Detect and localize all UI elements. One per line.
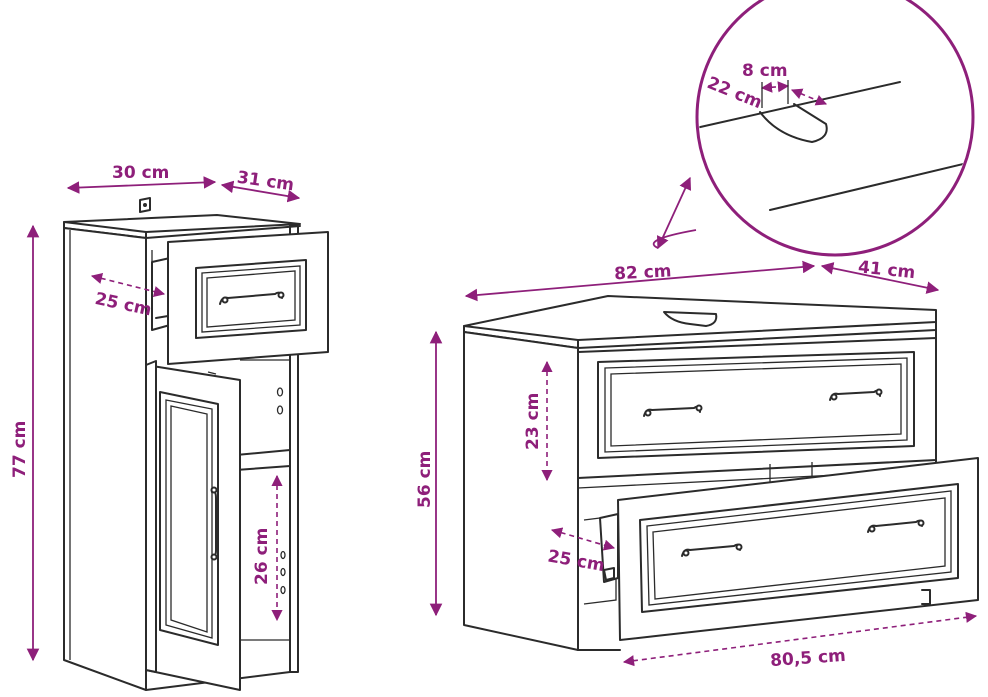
tall-depth-label: 31 cm	[236, 168, 296, 196]
tall-cabinet	[63, 197, 329, 691]
vanity-depth-label: 41 cm	[857, 257, 916, 283]
vanity-drawer-height-label: 23 cm	[523, 393, 543, 450]
vanity-inner-width-label: 80,5 cm	[770, 646, 847, 671]
vanity-cabinet	[463, 295, 979, 651]
cutout-width-label: 8 cm	[742, 61, 788, 81]
tall-width-label: 30 cm	[112, 163, 169, 183]
tall-height-label: 77 cm	[10, 421, 30, 478]
vanity-width-label: 82 cm	[614, 261, 672, 284]
vanity-height-label: 56 cm	[415, 451, 435, 508]
tall-shelf-height-label: 26 cm	[252, 528, 272, 585]
cutout-detail-magnifier: 8 cm 22 cm	[652, 0, 975, 257]
